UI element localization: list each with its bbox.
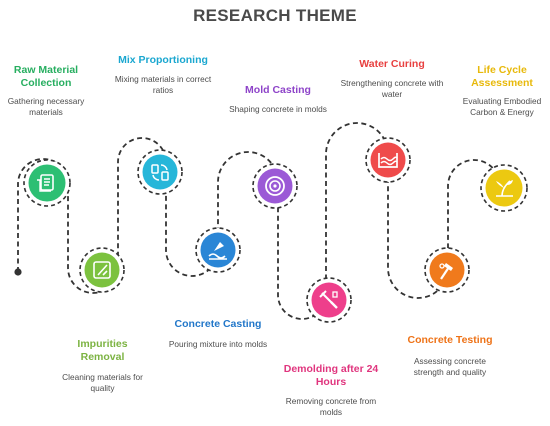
stage-node-disc [200,232,236,268]
stage-node-8 [424,247,470,293]
document-list-icon [37,174,54,192]
stage-title: Life Cycle Assessment [471,64,533,89]
pouring-wave-icon [208,242,227,260]
mold-ring-icon [265,176,285,196]
cleaning-brush-icon [93,261,111,279]
stage-title: Demolding after 24 Hours [283,363,379,388]
stage-node-1 [23,159,71,207]
stage-description: Gathering necessary materials [7,96,85,117]
sprout-chart-icon [496,180,513,197]
stage-node-3 [137,149,183,195]
stage-node-9 [480,164,528,212]
mixing-cycle-icon [151,164,169,181]
stage-title: Raw Material Collection [13,64,79,89]
stage-description: Shaping concrete in molds [229,103,327,114]
demolding-tool-icon [319,290,338,309]
stage-title: Concrete Testing [407,334,493,346]
stage-title: Concrete Casting [174,318,262,330]
water-tank-icon [378,153,398,168]
stage-description: Mixing materials in correct ratios [114,73,212,95]
stage-description: Cleaning materials for quality [62,372,143,393]
testing-hammer-icon [439,263,453,280]
stage-description: Evaluating Embodied Carbon & Energy [462,96,542,117]
stage-node-5 [252,163,298,209]
stage-description: Assessing concrete strength and quality [413,355,487,377]
stage-title: Water Curing [359,58,425,70]
path-start-dot [14,268,22,276]
stage-title: Mold Casting [245,84,311,96]
diagram-title: RESEARCH THEME [193,6,357,25]
stage-node-4 [195,227,241,273]
dashed-path-line [17,122,501,320]
stage-node-disc [142,154,178,190]
stage-title: Impurities Removal [77,338,128,363]
stage-node-2 [79,247,125,293]
stage-node-disc [28,164,66,202]
stage-description: Pouring mixture into molds [168,338,268,349]
stage-node-7 [365,137,411,183]
stage-description: Removing concrete from molds [285,396,377,417]
stage-node-6 [306,277,352,323]
stage-description: Strengthening concrete with water [340,77,444,99]
stage-title: Mix Proportioning [118,54,208,66]
